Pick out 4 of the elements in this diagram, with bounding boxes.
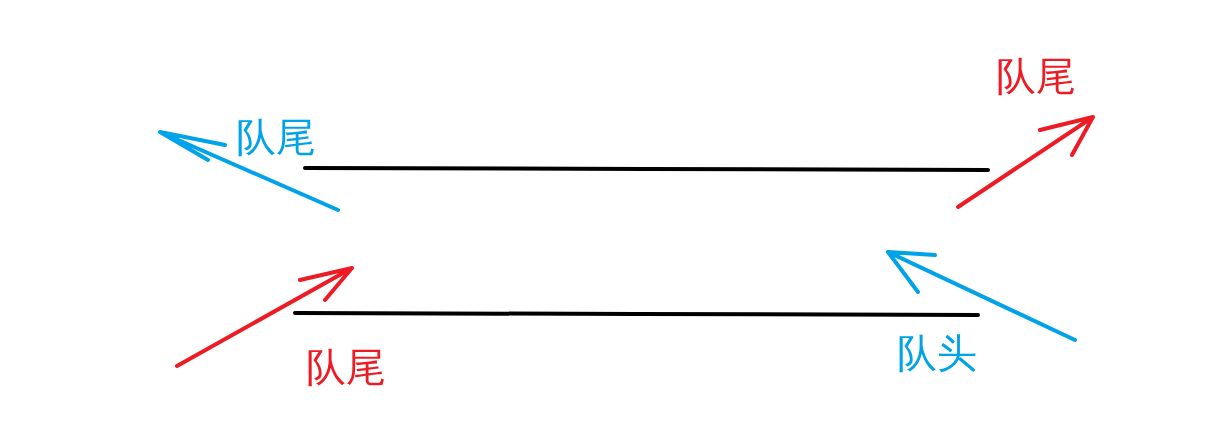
- queue-label: 队尾: [996, 56, 1076, 96]
- queue-label: 队尾: [306, 347, 386, 387]
- queue-label: 队尾: [236, 117, 316, 157]
- queue-label: 队头: [897, 333, 977, 373]
